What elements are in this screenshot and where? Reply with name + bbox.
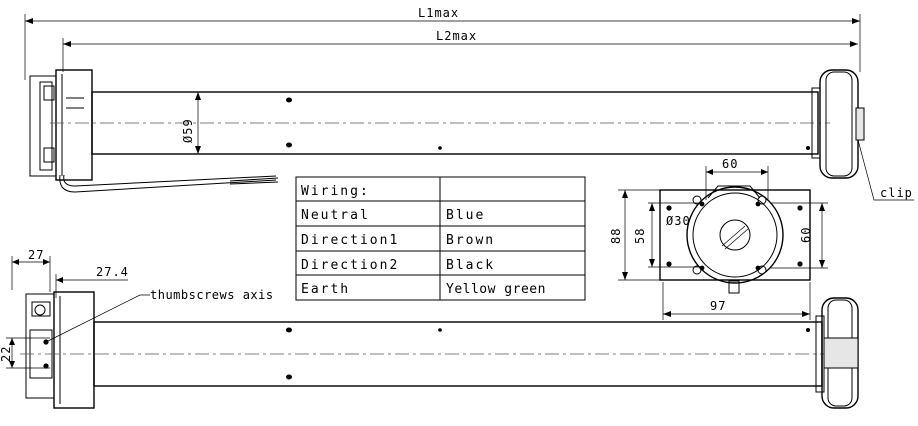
dim-27-4: 27.4 bbox=[96, 265, 129, 279]
clip-label: clip bbox=[880, 186, 913, 200]
thumbscrews-label: thumbscrews axis bbox=[150, 288, 274, 302]
shaft-hole bbox=[719, 219, 751, 251]
wiring-table: Wiring: Neutral Blue Direction1 Brown Di… bbox=[295, 176, 586, 301]
l2-label: L2max bbox=[436, 29, 477, 43]
wiring-row-name: Direction1 bbox=[301, 233, 399, 248]
cable bbox=[59, 174, 277, 193]
wiring-row-color: Black bbox=[446, 258, 495, 273]
mounting-flange bbox=[55, 69, 93, 181]
head-plate bbox=[659, 189, 811, 281]
wiring-row-color: Brown bbox=[446, 233, 495, 248]
wiring-row-color: Yellow green bbox=[446, 282, 546, 297]
head-circle bbox=[686, 186, 784, 284]
wiring-row-name: Earth bbox=[301, 282, 350, 297]
thumbscrews-leader bbox=[45, 294, 150, 343]
clip-leader bbox=[857, 139, 914, 201]
wiring-row-name: Neutral bbox=[301, 208, 370, 223]
diameter-label: Ø59 bbox=[181, 118, 195, 143]
dim-60-top: 60 bbox=[722, 157, 738, 171]
dim-22: 22 bbox=[0, 346, 13, 362]
dim-27: 27 bbox=[28, 248, 44, 262]
top-motor-view: L1max L2max Ø59 bbox=[24, 6, 914, 201]
dim-58: 58 bbox=[633, 228, 647, 244]
dim-97: 97 bbox=[710, 299, 726, 313]
bottom-motor-view: 27 27.4 22 thumbscrews axis bbox=[0, 248, 859, 409]
dim-60-right: 60 bbox=[799, 227, 813, 243]
dim-88: 88 bbox=[609, 228, 623, 244]
wiring-row-color: Blue bbox=[446, 208, 485, 223]
head-front-view: 60 88 58 60 Ø30 bbox=[609, 157, 828, 320]
l1-label: L1max bbox=[418, 6, 459, 20]
dim-phi-30: Ø30 bbox=[666, 214, 691, 228]
wiring-row-name: Direction2 bbox=[301, 258, 399, 273]
wiring-header: Wiring: bbox=[301, 184, 370, 199]
